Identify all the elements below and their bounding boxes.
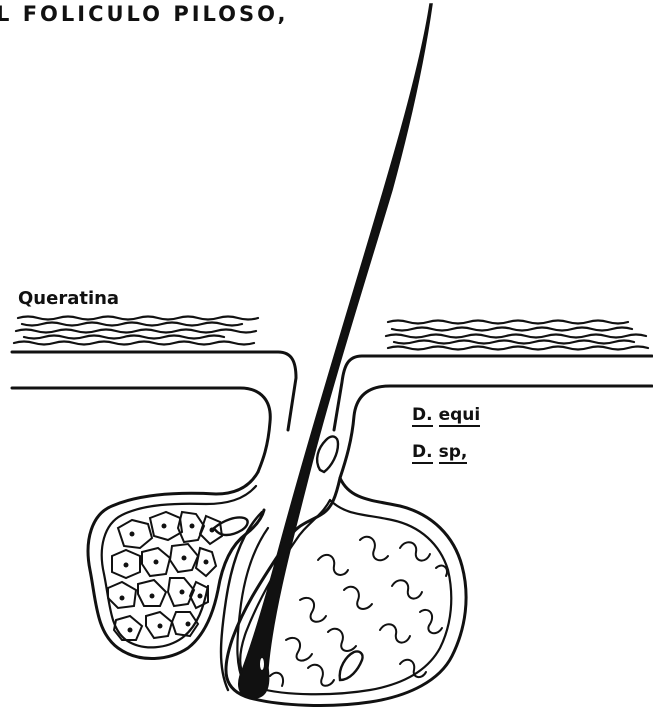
species-label-1: D. equi [412, 405, 480, 425]
species-2-name: sp, [439, 442, 468, 464]
species-label-2: D. sp, [412, 442, 467, 462]
sebaceous-gland-cells [108, 512, 222, 640]
epidermis-base-right [340, 386, 652, 478]
bulb-texture [270, 537, 447, 686]
species-1-name: equi [439, 405, 481, 427]
epidermis-surface-right [334, 356, 652, 430]
epidermis-base-left [12, 388, 270, 472]
keratin-layer-left [14, 317, 258, 345]
species-2-genus: D. [412, 442, 433, 464]
keratin-layer-right [386, 321, 648, 350]
figure-title: L FOLICULO PILOSO, [0, 2, 289, 26]
species-1-genus: D. [412, 405, 433, 427]
queratina-label: Queratina [18, 288, 119, 309]
